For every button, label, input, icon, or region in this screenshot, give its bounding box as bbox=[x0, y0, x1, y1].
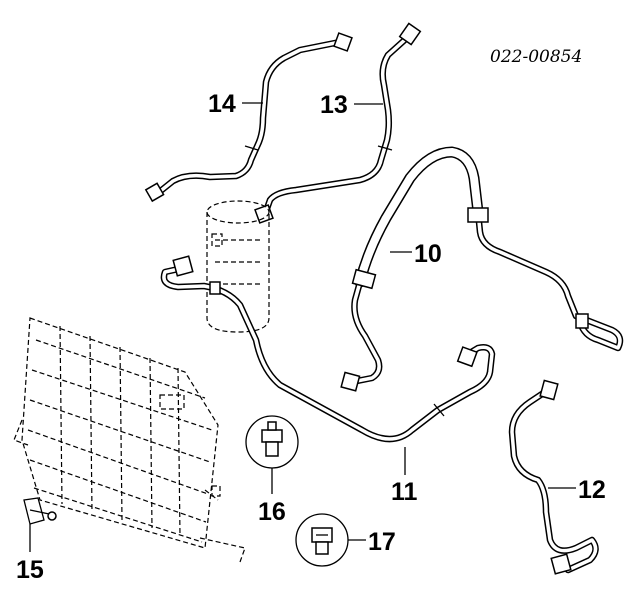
callout-11: 11 bbox=[391, 478, 418, 506]
callout-16: 16 bbox=[258, 498, 286, 526]
callout-10: 10 bbox=[414, 240, 442, 268]
part-16-switch bbox=[245, 415, 299, 469]
callout-14: 14 bbox=[208, 90, 236, 118]
part-17-switch bbox=[295, 513, 349, 567]
callout-15: 15 bbox=[16, 556, 44, 584]
reference-code: 022-00854 bbox=[490, 47, 582, 67]
condenser bbox=[13, 317, 246, 563]
part-15-bracket bbox=[23, 497, 57, 525]
part-12-pipe bbox=[508, 379, 599, 575]
part-13-pipe bbox=[254, 22, 422, 224]
part-10-hose bbox=[340, 146, 624, 392]
callout-13: 13 bbox=[320, 91, 348, 119]
callout-12: 12 bbox=[578, 476, 606, 504]
part-11-pipe bbox=[160, 255, 496, 443]
callout-17: 17 bbox=[368, 528, 396, 556]
receiver-drier bbox=[206, 200, 270, 333]
part-14-pipe bbox=[144, 32, 353, 203]
